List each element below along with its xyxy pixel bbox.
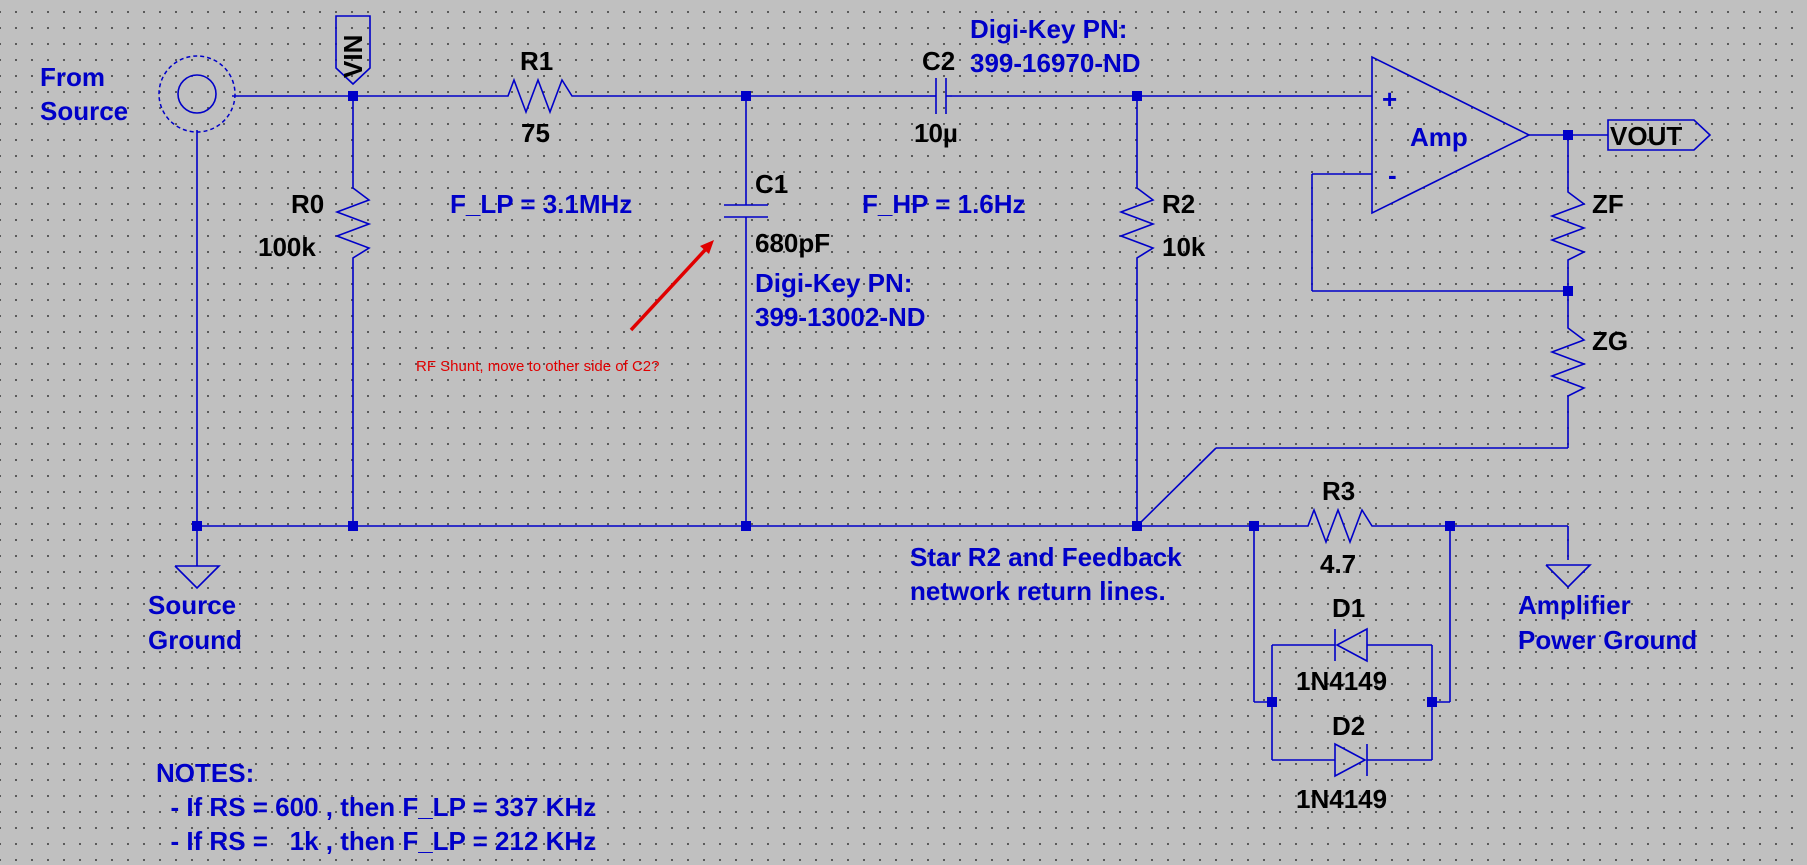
vin-net-label: VIN xyxy=(338,35,368,78)
r3-value-label: 4.7 xyxy=(1320,549,1356,579)
amp-minus-label: - xyxy=(1388,160,1397,190)
c1-pn-label: Digi-Key PN: xyxy=(755,268,912,298)
c1-ref-label: C1 xyxy=(755,169,788,199)
capacitor-c1-symbol xyxy=(724,204,768,218)
star-return-note-line2: network return lines. xyxy=(910,576,1166,606)
resistor-r2-symbol xyxy=(1118,180,1156,264)
source-ground-label-line1: Source xyxy=(148,590,236,620)
r0-value-label: 100k xyxy=(258,232,316,262)
amplifier-ground-label-line1: Amplifier xyxy=(1518,590,1631,620)
c2-pn-label: Digi-Key PN: xyxy=(970,14,1127,44)
vout-net-label: VOUT xyxy=(1610,121,1682,151)
junction-dots xyxy=(192,91,1573,707)
r1-value-label: 75 xyxy=(521,118,550,148)
amplifier-ground-label-line2: Power Ground xyxy=(1518,625,1697,655)
amp-label: Amp xyxy=(1410,122,1468,152)
resistor-r3-symbol xyxy=(1302,507,1378,545)
impedance-zg-symbol xyxy=(1549,320,1587,400)
notes-title: NOTES: xyxy=(156,758,254,788)
source-label-line2: Source xyxy=(40,96,128,126)
wires xyxy=(196,95,1608,761)
d1-value-label: 1N4149 xyxy=(1296,666,1387,696)
zf-ref-label: ZF xyxy=(1592,189,1624,219)
d2-ref-label: D2 xyxy=(1332,711,1365,741)
diode-d1-symbol xyxy=(1334,627,1368,663)
zg-ref-label: ZG xyxy=(1592,326,1628,356)
r1-ref-label: R1 xyxy=(520,46,553,76)
c2-pn-value: 399-16970-ND xyxy=(970,48,1141,78)
opamp-symbol xyxy=(1371,55,1531,215)
source-ground-symbol xyxy=(174,565,221,590)
resistor-r1-symbol xyxy=(502,77,578,115)
capacitor-c2-symbol xyxy=(930,78,952,114)
r2-ref-label: R2 xyxy=(1162,189,1195,219)
amp-plus-label: + xyxy=(1382,84,1397,114)
c2-ref-label: C2 xyxy=(922,46,955,76)
rf-shunt-arrow xyxy=(629,240,714,332)
rf-shunt-comment: RF Shunt, move to other side of C2? xyxy=(416,358,659,375)
star-return-note-line1: Star R2 and Feedback xyxy=(910,542,1182,572)
resistor-r0-symbol xyxy=(334,180,372,264)
f-hp-annotation: F_HP = 1.6Hz xyxy=(862,189,1026,219)
vin-net-flag xyxy=(335,15,371,86)
d2-value-label: 1N4149 xyxy=(1296,784,1387,814)
source-ground-label-line2: Ground xyxy=(148,625,242,655)
impedance-zf-symbol xyxy=(1549,185,1587,264)
amplifier-ground-symbol xyxy=(1545,564,1592,589)
c1-pn-value: 399-13002-ND xyxy=(755,302,926,332)
source-connector-symbol xyxy=(158,55,236,133)
d1-ref-label: D1 xyxy=(1332,593,1365,623)
vout-net-flag xyxy=(1607,119,1712,151)
source-label-line1: From xyxy=(40,62,105,92)
r2-value-label: 10k xyxy=(1162,232,1206,262)
notes-line-2: - If RS = 1k , then F_LP = 212 KHz xyxy=(156,826,596,856)
f-lp-annotation: F_LP = 3.1MHz xyxy=(450,189,632,219)
diode-d2-symbol xyxy=(1334,742,1368,778)
c1-value-label: 680pF xyxy=(755,228,830,258)
r0-ref-label: R0 xyxy=(291,189,324,219)
r3-ref-label: R3 xyxy=(1322,476,1355,506)
c2-value-label: 10µ xyxy=(914,118,958,148)
notes-line-1: - If RS = 600 , then F_LP = 337 KHz xyxy=(156,792,596,822)
